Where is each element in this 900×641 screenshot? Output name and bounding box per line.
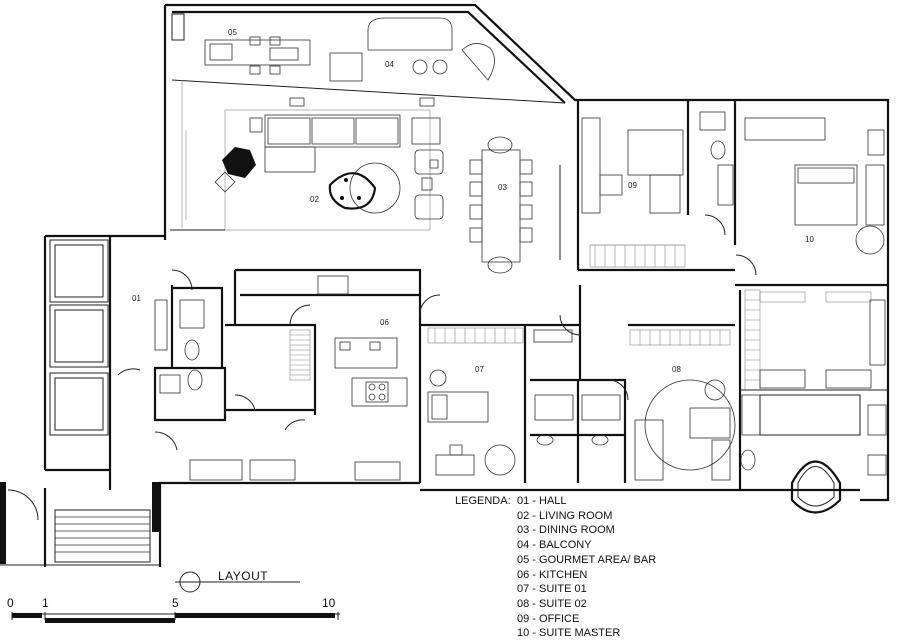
room-label-suite-01: 07 xyxy=(475,365,484,374)
layout-title: LAYOUT xyxy=(218,569,269,583)
legend-item: 05 - GOURMET AREA/ BAR xyxy=(517,553,657,566)
legend-item: 02 - LIVING ROOM xyxy=(517,509,613,522)
scale-label-10: 10 xyxy=(322,596,336,610)
legend: LEGENDA: 01 - HALL 02 - LIVING ROOM 03 -… xyxy=(455,494,656,639)
bedroom-wing xyxy=(576,100,888,287)
exterior-walls xyxy=(43,3,890,567)
room-label-balcony: 04 xyxy=(385,60,394,69)
living-room xyxy=(214,97,444,231)
room-label-suite-master: 10 xyxy=(805,235,814,244)
floor-plan: 01 02 03 04 05 06 07 08 09 10 xyxy=(0,3,890,623)
room-label-gourmet: 05 xyxy=(228,28,237,37)
room-label-living: 02 xyxy=(310,195,319,204)
kitchen-area xyxy=(225,268,441,483)
balcony-area xyxy=(171,13,566,228)
legend-item: 06 - KITCHEN xyxy=(517,568,588,581)
scale-label-0: 0 xyxy=(7,596,14,610)
scale-label-1: 1 xyxy=(42,596,49,610)
legend-item: 01 - HALL xyxy=(517,495,567,507)
scale-label-5: 5 xyxy=(172,596,179,610)
hall-area xyxy=(49,236,296,481)
legend-item: 04 - BALCONY xyxy=(517,539,592,552)
legend-item: 07 - SUITE 01 xyxy=(517,583,587,596)
room-label-kitchen: 06 xyxy=(380,318,389,327)
dining-room xyxy=(170,136,561,274)
room-label-dining: 03 xyxy=(498,183,507,192)
legend-item: 03 - DINING ROOM xyxy=(517,524,615,537)
master-bath xyxy=(738,289,888,514)
legend-item: 10 - SUITE MASTER xyxy=(517,627,621,640)
room-label-office: 09 xyxy=(628,181,637,190)
entry-stair xyxy=(0,482,160,566)
legend-items: 01 - HALL 02 - LIVING ROOM 03 - DINING R… xyxy=(517,494,656,641)
legend-item: 09 - OFFICE xyxy=(517,612,580,625)
legend-item: 08 - SUITE 02 xyxy=(517,597,587,610)
room-label-suite-02: 08 xyxy=(672,365,681,374)
scale-bar xyxy=(11,612,340,623)
suites-area xyxy=(420,285,736,483)
layout-symbol xyxy=(175,571,300,593)
legend-title: LEGENDA: xyxy=(455,495,511,507)
room-label-hall: 01 xyxy=(132,294,141,303)
